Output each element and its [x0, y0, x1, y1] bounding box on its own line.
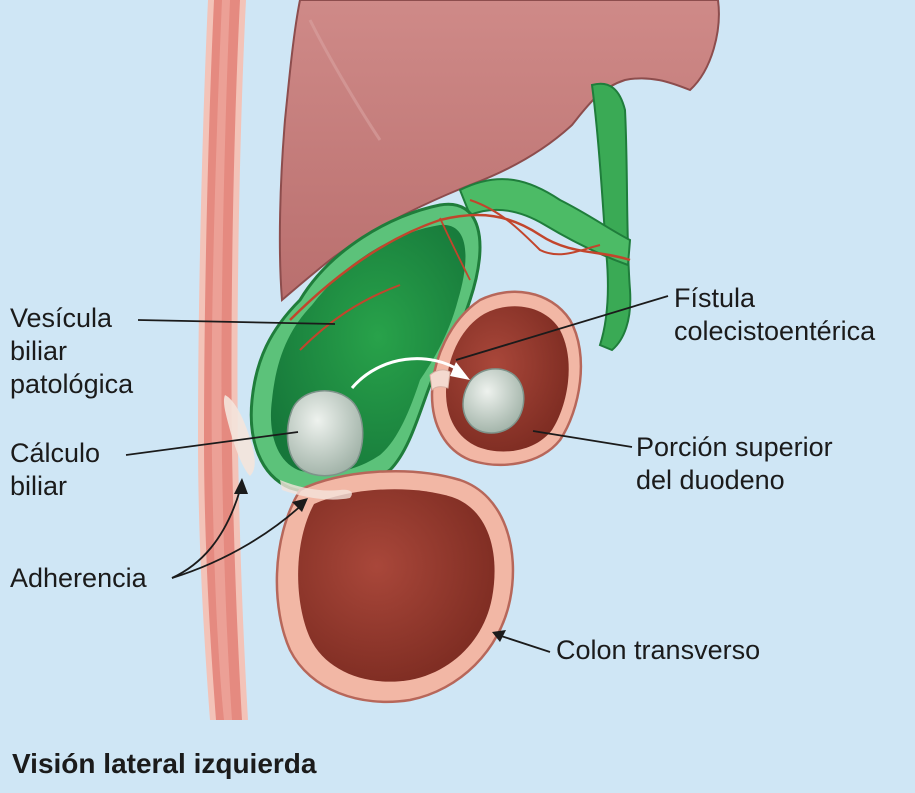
label-fistula: Fístula colecistoentérica [674, 282, 875, 348]
label-colon: Colon transverso [556, 634, 760, 667]
transverse-colon [277, 471, 513, 702]
figure-caption: Visión lateral izquierda [12, 748, 316, 780]
label-adherencia: Adherencia [10, 562, 147, 595]
label-calculo: Cálculo biliar [10, 437, 100, 503]
fistula-tract [430, 370, 450, 390]
leader-colon [495, 634, 550, 652]
gallstone-duodenum [463, 369, 524, 433]
label-vesicula: Vesícula biliar patológica [10, 302, 133, 401]
gallstone-gallbladder [287, 391, 362, 476]
label-duodeno: Porción superior del duodeno [636, 431, 833, 497]
abdominal-wall [198, 0, 248, 720]
